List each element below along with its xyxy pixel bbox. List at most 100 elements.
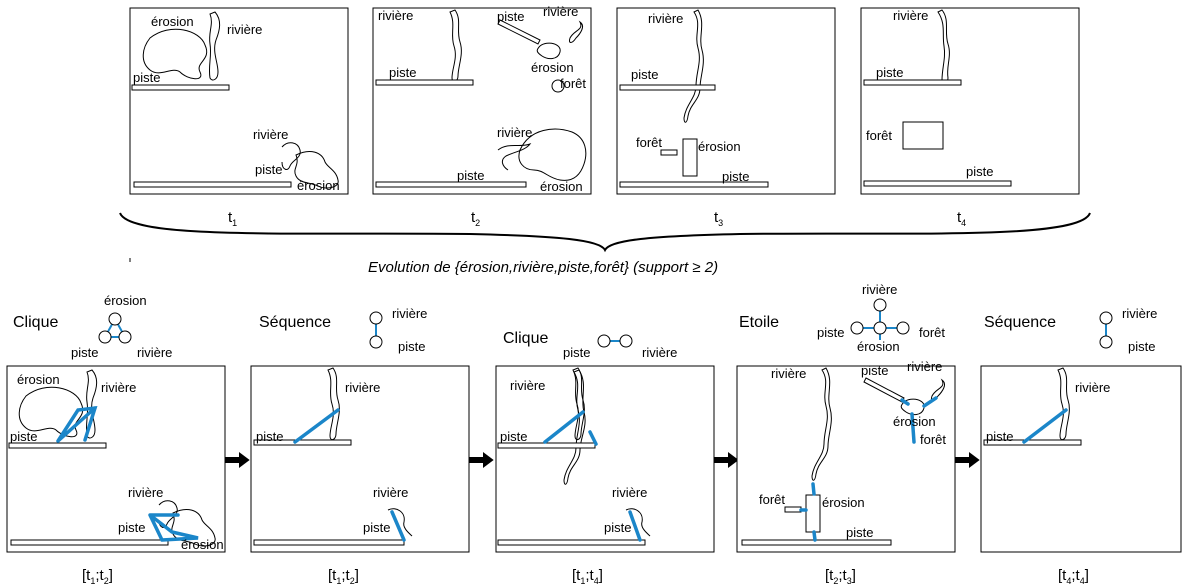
label-erosion: érosion: [151, 14, 194, 29]
relation-link: [390, 510, 406, 542]
track-shape: [983, 439, 1082, 446]
label-erosion: érosion: [822, 495, 865, 510]
node-river: [619, 334, 633, 348]
node-river: [1099, 311, 1113, 325]
river-shape: [572, 367, 585, 441]
label-track: piste: [255, 162, 282, 177]
label-erosion: érosion: [893, 414, 936, 429]
label-river: rivière: [1075, 380, 1110, 395]
interval-label: [t1;t4]: [572, 567, 603, 586]
node-river: [118, 330, 132, 344]
node-track: [850, 321, 864, 335]
label-track: piste: [817, 325, 844, 340]
time-label-t3: t3: [714, 209, 723, 228]
label-track: piste: [966, 164, 993, 179]
track-shape: [497, 19, 541, 45]
track-shape: [497, 539, 646, 546]
time-label-t2: t2: [471, 209, 480, 228]
pattern-panel-5: Séquence rivière piste rivière piste [t4…: [980, 306, 1182, 586]
label-river: rivière: [378, 8, 413, 23]
node-track: [369, 335, 383, 349]
label-river: rivière: [862, 282, 897, 297]
label-track: piste: [604, 520, 631, 535]
label-river: rivière: [392, 306, 427, 321]
label-erosion: érosion: [297, 178, 340, 193]
river-shape: [85, 369, 98, 439]
erosion-region: [18, 386, 84, 438]
snapshot-frame: [372, 7, 592, 195]
snapshot-t1: érosion rivière piste rivière piste éros…: [129, 7, 349, 195]
label-track: piste: [497, 9, 524, 24]
relation-link: [628, 510, 642, 542]
river-shape: [208, 11, 221, 81]
pattern-frame: [736, 365, 956, 553]
pattern-frame: [495, 365, 715, 553]
relation-link: [148, 513, 199, 542]
label-forest: forêt: [866, 128, 892, 143]
label-river: rivière: [771, 366, 806, 381]
label-erosion: érosion: [531, 60, 574, 75]
label-track: piste: [500, 429, 527, 444]
label-erosion: érosion: [181, 537, 224, 552]
pattern-frame: [6, 365, 226, 553]
erosion-region: [900, 398, 925, 416]
label-track: piste: [563, 345, 590, 360]
track-shape: [131, 84, 230, 91]
label-forest: forêt: [919, 325, 945, 340]
pattern-graph: piste rivière: [563, 334, 677, 360]
forest-shape: [902, 121, 944, 150]
label-track: piste: [1128, 339, 1155, 354]
interval-label: [t4;t4]: [1058, 567, 1089, 586]
interval-label: [t1;t2]: [328, 567, 359, 586]
evolution-brace: [119, 212, 1091, 253]
arrow-next: [469, 452, 494, 468]
label-river: rivière: [510, 378, 545, 393]
label-track: piste: [986, 429, 1013, 444]
arrow-next: [225, 452, 250, 468]
label-forest: forêt: [560, 76, 586, 91]
label-track: piste: [631, 67, 658, 82]
time-label-t4: t4: [957, 209, 966, 228]
interval-label: [t2;t3]: [825, 567, 856, 586]
track-shape: [863, 79, 962, 86]
label-river: rivière: [128, 485, 163, 500]
evolution-title: Evolution de {érosion,rivière,piste,forê…: [368, 259, 718, 276]
node-river: [873, 298, 887, 312]
relation-link: [811, 482, 816, 496]
relation-link: [910, 412, 916, 444]
pattern-panel-3: Clique piste rivière rivière piste riviè…: [495, 330, 715, 586]
erosion-region: [682, 138, 698, 177]
relation-link: [812, 530, 817, 542]
pattern-frame: [250, 365, 470, 553]
label-track: piste: [256, 429, 283, 444]
label-erosion: érosion: [857, 339, 900, 354]
forest-shape: [784, 506, 802, 513]
label-river: rivière: [543, 4, 578, 19]
snapshot-frame: [860, 7, 1080, 195]
snapshot-t2: rivière piste rivière piste érosion forê…: [372, 4, 592, 195]
snapshot-frame: [129, 7, 349, 195]
track-shape: [375, 181, 527, 188]
label-forest: forêt: [920, 432, 946, 447]
label-river: rivière: [137, 345, 172, 360]
node-forest: [896, 321, 910, 335]
erosion-region: [518, 128, 587, 181]
interval-label: [t1;t2]: [82, 567, 113, 586]
label-river: rivière: [612, 485, 647, 500]
snapshot-frame: [616, 7, 836, 195]
label-erosion: érosion: [104, 293, 147, 308]
pattern-type-label: Etoile: [739, 314, 779, 331]
label-river: rivière: [227, 22, 262, 37]
node-erosion: [108, 312, 122, 326]
label-river: rivière: [907, 359, 942, 374]
label-river: rivière: [345, 380, 380, 395]
label-forest: forêt: [759, 492, 785, 507]
relation-link: [900, 398, 910, 406]
pattern-panel-1: Clique érosion piste rivière érosion riv…: [6, 293, 226, 586]
pattern-graph: rivière piste: [1099, 306, 1157, 354]
label-erosion: érosion: [698, 139, 741, 154]
node-erosion: [873, 321, 887, 335]
node-track: [597, 334, 611, 348]
track-shape: [133, 181, 292, 188]
